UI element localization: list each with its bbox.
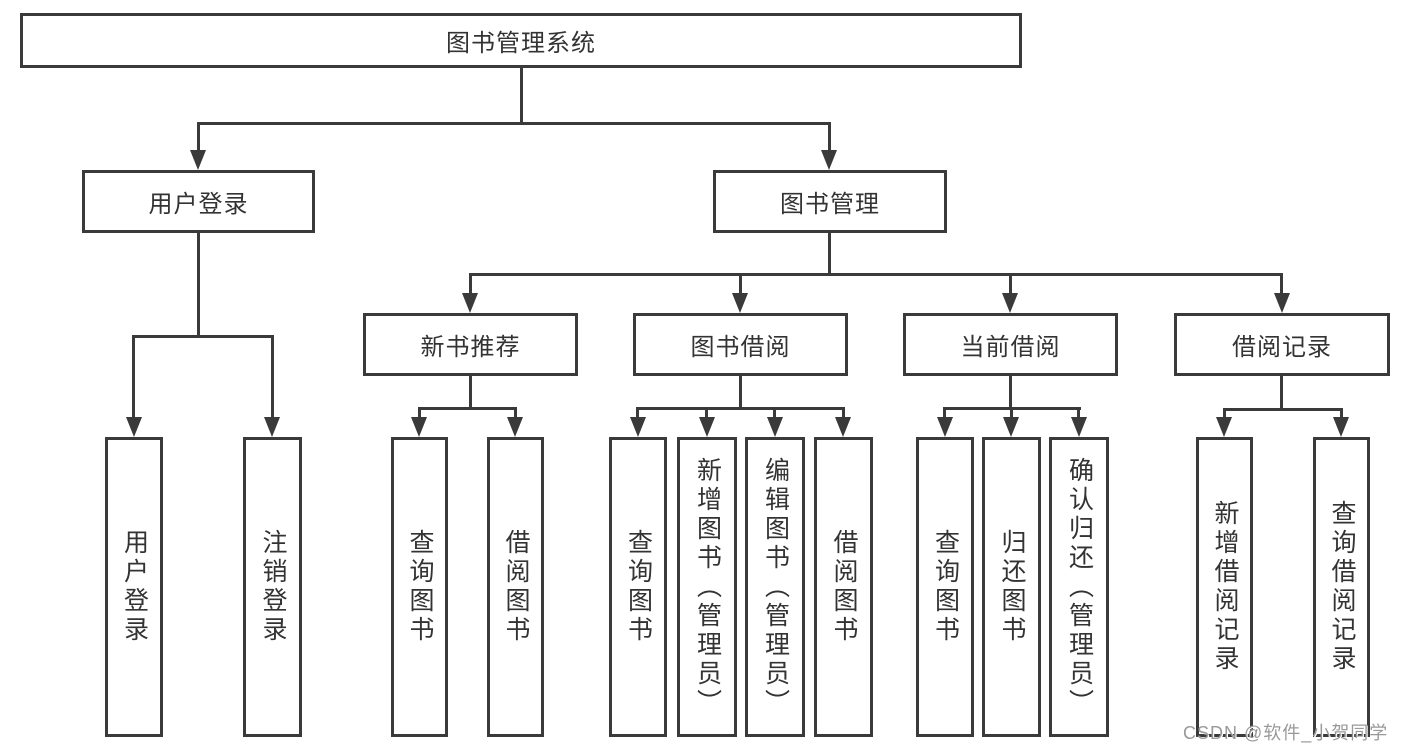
connector-bb-stem <box>739 376 742 410</box>
arrowhead-icon <box>462 293 478 313</box>
connector-borrow-records-drop <box>1280 273 1283 298</box>
node-label: 图书管理系统 <box>446 30 596 57</box>
node-label: 查询借阅记录 <box>1328 500 1356 674</box>
arrowhead-icon <box>126 417 142 437</box>
arrowhead-icon <box>767 417 783 437</box>
node-label: 新增图书（管理员） <box>693 456 722 718</box>
arrowhead-icon <box>732 293 748 313</box>
connector-book-management-drop <box>828 122 831 152</box>
connector-br-drop-2 <box>1340 408 1343 420</box>
connector-login-drop <box>132 335 135 420</box>
node-br-add-record: 新增借阅记录 <box>1196 437 1253 737</box>
arrowhead-icon <box>507 417 523 437</box>
connector-nb-stem <box>469 376 472 410</box>
node-logout: 注销登录 <box>243 437 302 737</box>
connector-bb-drop-3 <box>773 407 776 420</box>
connector-nb-borrow-drop <box>514 407 517 420</box>
node-cb-return-books: 归还图书 <box>982 437 1041 737</box>
node-bb-edit-books-admin: 编辑图书（管理员） <box>745 437 805 737</box>
node-label: 注销登录 <box>259 529 287 645</box>
connector-logout-drop <box>271 335 274 420</box>
node-book-borrowing: 图书借阅 <box>633 313 848 376</box>
connector-root-stem <box>520 68 523 125</box>
connector-bb-drop-4 <box>842 407 845 420</box>
node-label: 查询图书 <box>931 529 960 645</box>
node-current-borrowing: 当前借阅 <box>903 313 1118 376</box>
connector-br-branch <box>1223 408 1343 411</box>
connector-user-login-drop <box>197 122 200 152</box>
connector-cb-drop-2 <box>1010 407 1013 420</box>
connector-br-stem <box>1280 376 1283 411</box>
node-bb-borrow-books: 借阅图书 <box>814 437 873 737</box>
node-cb-query-books: 查询图书 <box>916 437 974 737</box>
node-label: 查询图书 <box>624 529 653 645</box>
connector-br-drop-1 <box>1223 408 1226 420</box>
node-nb-borrow-books: 借阅图书 <box>487 437 544 737</box>
csdn-watermark: CSDN @软件_小贺同学 <box>1183 723 1389 743</box>
node-bb-add-books-admin: 新增图书（管理员） <box>677 437 737 737</box>
connector-bb-branch <box>636 407 845 410</box>
connector-level2-branch <box>197 122 831 125</box>
node-book-management: 图书管理 <box>713 170 947 233</box>
connector-user-login-stem <box>197 233 200 338</box>
arrowhead-icon <box>1274 293 1290 313</box>
connector-cb-stem <box>1009 376 1012 410</box>
connector-book-management-stem <box>828 233 831 276</box>
node-label: 确认归还（管理员） <box>1065 456 1094 718</box>
node-label: 编辑图书（管理员） <box>761 456 790 718</box>
connector-bb-drop-2 <box>705 407 708 420</box>
node-br-query-record: 查询借阅记录 <box>1313 437 1370 737</box>
connector-cb-drop-3 <box>1077 407 1080 420</box>
node-label: 当前借阅 <box>960 334 1061 361</box>
arrowhead-icon <box>190 150 206 170</box>
node-label: 借阅记录 <box>1232 334 1332 361</box>
node-label: 用户登录 <box>120 529 149 645</box>
node-library-management-system: 图书管理系统 <box>20 13 1022 68</box>
node-label: 新增借阅记录 <box>1211 500 1239 674</box>
arrowhead-icon <box>1333 417 1349 437</box>
connector-new-book-drop <box>469 273 472 298</box>
connector-current-borrow-drop <box>1009 273 1012 298</box>
node-user-login-leaf: 用户登录 <box>105 437 163 737</box>
arrowhead-icon <box>1071 417 1087 437</box>
node-label: 查询图书 <box>406 529 434 645</box>
arrowhead-icon <box>1216 417 1232 437</box>
connector-user-login-branch <box>132 335 274 338</box>
node-label: 归还图书 <box>998 529 1026 645</box>
arrowhead-icon <box>699 417 715 437</box>
connector-nb-branch <box>418 407 517 410</box>
arrowhead-icon <box>411 417 427 437</box>
node-label: 借阅图书 <box>502 529 530 645</box>
node-label: 图书管理 <box>780 191 880 218</box>
arrowhead-icon <box>821 150 837 170</box>
arrowhead-icon <box>630 417 646 437</box>
node-label: 图书借阅 <box>690 334 791 361</box>
connector-cb-drop-1 <box>943 407 946 420</box>
node-borrowing-records: 借阅记录 <box>1174 313 1390 376</box>
node-label: 借阅图书 <box>830 529 858 645</box>
node-user-login: 用户登录 <box>82 170 315 233</box>
arrowhead-icon <box>1003 417 1019 437</box>
connector-nb-query-drop <box>418 407 421 420</box>
node-new-book-recommendation: 新书推荐 <box>363 313 578 376</box>
connector-book-borrow-drop <box>739 273 742 298</box>
arrowhead-icon <box>835 417 851 437</box>
node-cb-confirm-return-admin: 确认归还（管理员） <box>1049 437 1109 737</box>
node-label: 新书推荐 <box>420 334 521 361</box>
node-label: 用户登录 <box>148 191 249 218</box>
arrowhead-icon <box>264 417 280 437</box>
connector-bb-drop-1 <box>636 407 639 420</box>
arrowhead-icon <box>937 417 953 437</box>
node-bb-query-books: 查询图书 <box>609 437 667 737</box>
connector-level3-branch <box>469 273 1283 276</box>
node-nb-query-books: 查询图书 <box>391 437 448 737</box>
arrowhead-icon <box>1002 293 1018 313</box>
